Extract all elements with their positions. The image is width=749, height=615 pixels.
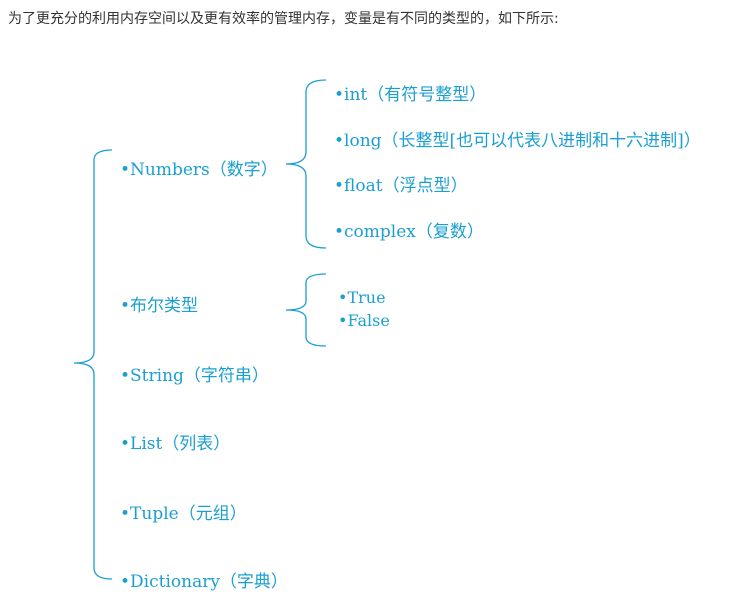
node-false: •False [338, 311, 390, 330]
root-bracket [73, 149, 113, 580]
node-float: •float（浮点型） [334, 176, 468, 196]
bool-bracket [285, 273, 327, 347]
node-tuple: •Tuple（元组） [120, 504, 247, 524]
node-boolean: •布尔类型 [120, 296, 199, 316]
node-long: •long（长整型[也可以代表八进制和十六进制]） [334, 131, 701, 151]
node-string: •String（字符串） [120, 366, 269, 386]
node-dictionary: •Dictionary（字典） [120, 572, 288, 592]
node-numbers: •Numbers（数字） [120, 160, 278, 180]
node-true: •True [338, 288, 386, 307]
node-complex: •complex（复数） [334, 222, 484, 242]
intro-text: 为了更充分的利用内存空间以及更有效率的管理内存，变量是有不同的类型的，如下所示: [8, 11, 559, 27]
node-list: •List（列表） [120, 434, 231, 454]
numbers-bracket [285, 79, 327, 249]
node-int: •int（有符号整型） [334, 85, 487, 105]
